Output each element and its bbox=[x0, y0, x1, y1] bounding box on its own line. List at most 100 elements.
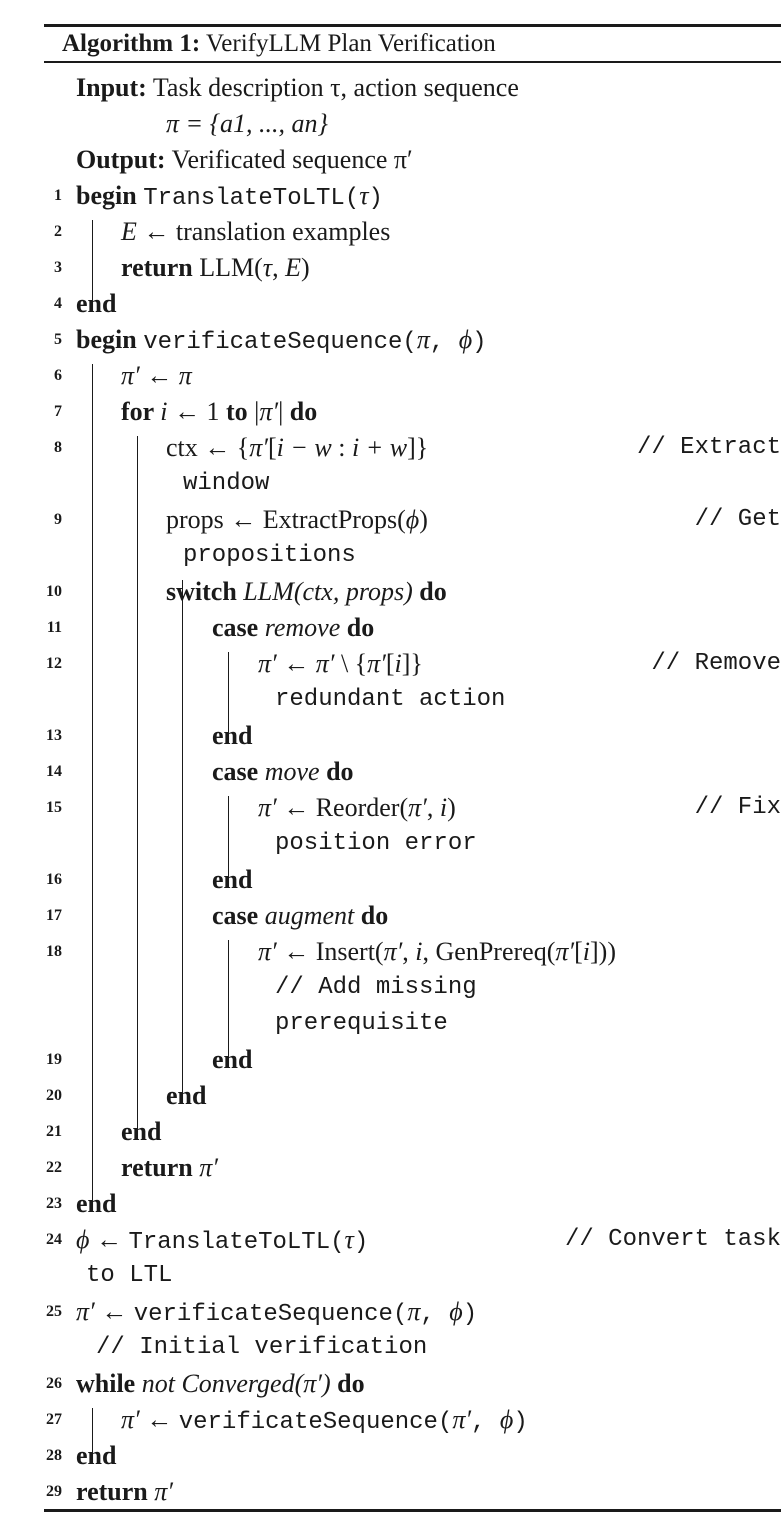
indent-bar bbox=[228, 796, 230, 888]
line-code: ctx ← {π′[i − w : i + w]} bbox=[166, 433, 429, 462]
line-code: π′ ← Reorder(π′, i) bbox=[258, 793, 456, 822]
line-code: π′ ← verificateSequence(π, ϕ) bbox=[76, 1297, 478, 1328]
indent-bar bbox=[92, 1408, 94, 1464]
algorithm-line-27: 27 π′ ← verificateSequence(π′, ϕ) bbox=[44, 1402, 781, 1438]
line-number: 3 bbox=[54, 259, 62, 276]
line-number: 27 bbox=[46, 1411, 62, 1428]
line-code: π′ ← verificateSequence(π′, ϕ) bbox=[121, 1405, 528, 1436]
algorithm-line-20: 20 end bbox=[44, 1078, 781, 1114]
line-code: π′ ← π′ \ {π′[i]} bbox=[258, 649, 423, 678]
line-continuation: // Initial verification bbox=[96, 1334, 428, 1361]
line-code: while not Converged(π′) do bbox=[76, 1369, 365, 1398]
line-comment: // Remove bbox=[651, 650, 781, 677]
algorithm-line-25-continued: // Initial verification bbox=[44, 1330, 781, 1366]
algorithm-line-12: 12 π′ ← π′ \ {π′[i]} // Remove bbox=[44, 646, 781, 682]
line-code: end bbox=[76, 1189, 117, 1218]
line-code: end bbox=[76, 1441, 117, 1470]
line-code: case move do bbox=[212, 757, 354, 786]
input-line: Input: Task description τ, action sequen… bbox=[44, 70, 781, 106]
algorithm-line-9-continued: propositions bbox=[44, 538, 781, 574]
line-number: 23 bbox=[46, 1195, 62, 1212]
input-text: Task description τ, action sequence bbox=[152, 73, 519, 102]
algorithm-line-25: 25 π′ ← verificateSequence(π, ϕ) bbox=[44, 1294, 781, 1330]
algorithm-line-12-continued: redundant action bbox=[44, 682, 781, 718]
input-label: Input: bbox=[76, 73, 147, 102]
line-code: props ← ExtractProps(ϕ) bbox=[166, 505, 428, 534]
line-continuation: prerequisite bbox=[275, 1010, 448, 1037]
line-code: begin verificateSequence(π, ϕ) bbox=[76, 325, 487, 356]
line-code: end bbox=[166, 1081, 207, 1110]
input-text-2: π = {a1, ..., an} bbox=[166, 109, 328, 138]
algorithm-line-18-continued-2: prerequisite bbox=[44, 1006, 781, 1042]
top-rule bbox=[44, 24, 781, 27]
indent-bar bbox=[92, 220, 94, 312]
line-code: for i ← 1 to |π′| do bbox=[121, 397, 318, 426]
output-text: Verificated sequence π′ bbox=[171, 145, 413, 174]
line-code: case augment do bbox=[212, 901, 389, 930]
line-continuation: to LTL bbox=[86, 1262, 173, 1289]
line-code: return LLM(τ, E) bbox=[121, 253, 310, 282]
line-code: end bbox=[212, 721, 253, 750]
line-number: 5 bbox=[54, 331, 62, 348]
line-code: π′ ← Insert(π′, i, GenPrereq(π′[i])) bbox=[258, 937, 616, 966]
output-line: Output: Verificated sequence π′ bbox=[44, 142, 781, 178]
line-number: 14 bbox=[46, 763, 62, 780]
line-number: 22 bbox=[46, 1159, 62, 1176]
bottom-rule bbox=[44, 1509, 781, 1512]
algorithm-line-18-continued: // Add missing bbox=[44, 970, 781, 1006]
algorithm-title-text: VerifyLLM Plan Verification bbox=[205, 30, 496, 57]
line-code: end bbox=[212, 865, 253, 894]
indent-bar bbox=[182, 580, 184, 1104]
line-continuation: propositions bbox=[183, 542, 356, 569]
indent-bar bbox=[228, 652, 230, 744]
line-code: ϕ ← TranslateToLTL(τ) bbox=[76, 1225, 369, 1256]
line-code: switch LLM(ctx, props) do bbox=[166, 577, 447, 606]
indent-bar bbox=[228, 940, 230, 1068]
line-number: 29 bbox=[46, 1483, 62, 1500]
algorithm-line-8-continued: window bbox=[44, 466, 781, 502]
line-comment: // Convert task bbox=[564, 1226, 781, 1253]
algorithm-line-3: 3 return LLM(τ, E) bbox=[44, 250, 781, 286]
line-number: 25 bbox=[46, 1303, 62, 1320]
line-number: 20 bbox=[46, 1087, 62, 1104]
line-number: 9 bbox=[54, 511, 62, 528]
line-number: 2 bbox=[54, 223, 62, 240]
line-code: end bbox=[121, 1117, 162, 1146]
indent-bar bbox=[137, 436, 139, 1140]
line-number: 8 bbox=[54, 439, 62, 456]
algorithm-line-8: 8 ctx ← {π′[i − w : i + w]} // Extract bbox=[44, 430, 781, 466]
line-code: end bbox=[212, 1045, 253, 1074]
indent-bar bbox=[92, 364, 94, 1212]
input-line-2: π = {a1, ..., an} bbox=[44, 106, 781, 142]
line-comment: // Get bbox=[694, 506, 781, 533]
algorithm-line-15-continued: position error bbox=[44, 826, 781, 862]
line-comment: // Extract bbox=[636, 434, 781, 461]
line-continuation: window bbox=[183, 470, 270, 497]
line-number: 26 bbox=[46, 1375, 62, 1392]
algorithm-title-label: Algorithm 1: bbox=[62, 30, 201, 57]
line-number: 24 bbox=[46, 1231, 62, 1248]
line-code: begin TranslateToLTL(τ) bbox=[76, 181, 383, 212]
line-comment: // Fix bbox=[694, 794, 781, 821]
algorithm-line-14: 14 case move do bbox=[44, 754, 781, 790]
algorithm-line-5: 5 begin verificateSequence(π, ϕ) bbox=[44, 322, 781, 358]
algorithm-line-26: 26 while not Converged(π′) do bbox=[44, 1366, 781, 1402]
line-number: 12 bbox=[46, 655, 62, 672]
algorithm-line-24: 24 ϕ ← TranslateToLTL(τ) // Convert task bbox=[44, 1222, 781, 1258]
line-number: 17 bbox=[46, 907, 62, 924]
line-code: case remove do bbox=[212, 613, 375, 642]
line-continuation: position error bbox=[275, 830, 477, 857]
line-code: π′ ← π bbox=[121, 361, 192, 390]
